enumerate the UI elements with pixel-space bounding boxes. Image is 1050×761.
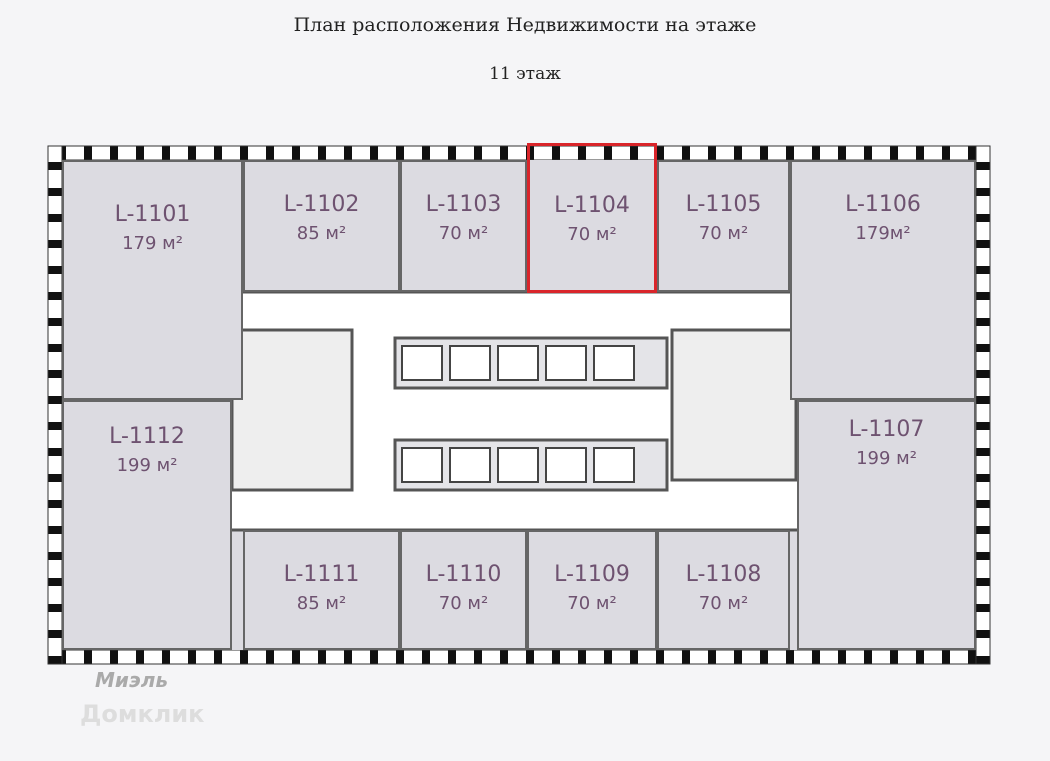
unit-label: L-1108 xyxy=(685,562,762,587)
unit-label: L-1110 xyxy=(425,562,502,587)
unit-l-1106[interactable]: L-1106 179м² xyxy=(790,160,976,400)
unit-label: L-1102 xyxy=(283,192,360,217)
unit-label: L-1103 xyxy=(425,192,502,217)
unit-area: 179 м² xyxy=(122,233,183,254)
unit-area: 179м² xyxy=(855,223,911,244)
unit-l-1111[interactable]: L-1111 85 м² xyxy=(243,530,400,650)
plan-title: План расположения Недвижимости на этаже xyxy=(293,14,757,36)
unit-label: L-1112 xyxy=(109,424,185,449)
brand-watermark: Миэль xyxy=(95,668,169,692)
unit-area: 199 м² xyxy=(856,448,917,469)
unit-l-1101[interactable]: L-1101 179 м² xyxy=(62,160,243,400)
unit-label: L-1106 xyxy=(845,192,921,217)
unit-area: 70 м² xyxy=(567,593,617,614)
unit-label: L-1111 xyxy=(283,562,360,587)
unit-l-1102[interactable]: L-1102 85 м² xyxy=(243,160,400,292)
unit-area: 70 м² xyxy=(698,593,749,614)
unit-label: L-1109 xyxy=(554,562,630,587)
unit-l-1107[interactable]: L-1107 199 м² xyxy=(797,400,976,650)
unit-l-1105[interactable]: L-1105 70 м² xyxy=(657,160,790,292)
site-watermark: Домклик xyxy=(80,700,205,728)
unit-l-1104[interactable]: L-1104 70 м² xyxy=(527,143,657,293)
unit-area: 199 м² xyxy=(116,455,178,476)
unit-l-1112[interactable]: L-1112 199 м² xyxy=(62,400,232,650)
unit-l-1103[interactable]: L-1103 70 м² xyxy=(400,160,527,292)
unit-label: L-1104 xyxy=(554,193,630,218)
unit-label: L-1101 xyxy=(114,202,191,227)
unit-label: L-1105 xyxy=(685,192,762,217)
unit-area: 70 м² xyxy=(698,223,749,244)
unit-l-1108[interactable]: L-1108 70 м² xyxy=(657,530,790,650)
unit-area: 85 м² xyxy=(296,593,347,614)
unit-area: 70 м² xyxy=(567,224,617,245)
unit-area: 70 м² xyxy=(438,593,489,614)
unit-area: 70 м² xyxy=(438,223,489,244)
unit-l-1109[interactable]: L-1109 70 м² xyxy=(527,530,657,650)
floor-label: 11 этаж xyxy=(489,64,561,84)
unit-l-1110[interactable]: L-1110 70 м² xyxy=(400,530,527,650)
unit-label: L-1107 xyxy=(848,417,925,442)
unit-area: 85 м² xyxy=(296,223,347,244)
